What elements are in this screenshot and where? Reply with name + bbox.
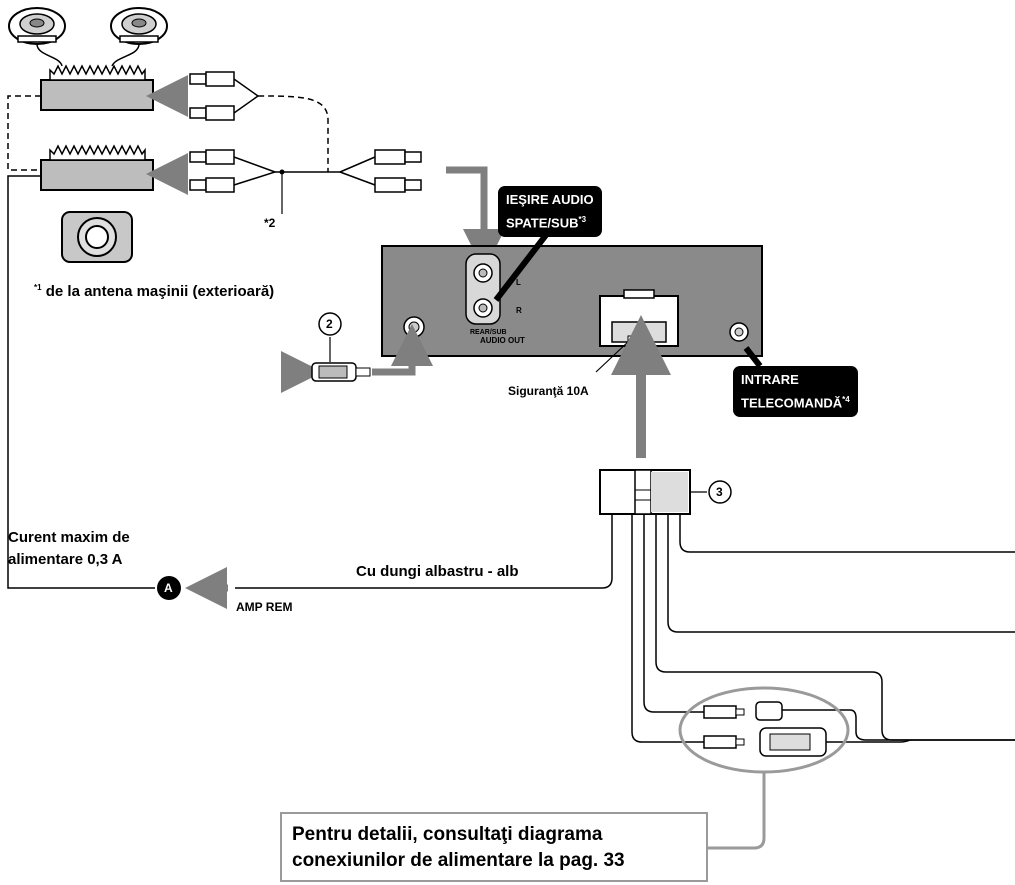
amplifier-bottom-icon xyxy=(40,144,154,191)
antenna-adapter-icon xyxy=(311,362,371,382)
marker-a: A xyxy=(164,581,173,595)
max-current-label-line1: Curent maxim de xyxy=(8,529,130,546)
marker-3-circle xyxy=(708,480,732,504)
audio-out-callout-line1: IEŞIRE AUDIO xyxy=(506,192,594,207)
audio-out-callout-sup: *3 xyxy=(578,215,587,224)
note-star2: *2 xyxy=(264,216,276,230)
speaker-left-icon xyxy=(8,7,66,45)
subwoofer-icon xyxy=(61,211,133,263)
remote-callout-sup: *4 xyxy=(842,395,850,404)
marker-3: 3 xyxy=(716,485,723,499)
callout-pointer xyxy=(743,346,763,368)
remote-callout-line2: TELECOMANDĂ xyxy=(741,395,843,411)
remote-in-callout: INTRARE TELECOMANDĂ*4 xyxy=(733,366,858,418)
amplifier-top-icon xyxy=(40,64,154,111)
amp-rem-label: AMP REM xyxy=(236,600,293,614)
harness-wires xyxy=(235,514,1015,743)
arrow xyxy=(372,324,433,376)
arrow xyxy=(446,166,505,271)
details-note: Pentru detalii, consultaţi diagrama cone… xyxy=(280,812,708,882)
note-pointer xyxy=(708,772,766,850)
jack-l-label: L xyxy=(516,278,521,287)
rear-sub-label: REAR/SUB xyxy=(470,329,507,336)
head-unit xyxy=(381,245,763,357)
speaker-wire xyxy=(36,43,63,67)
plug-icon xyxy=(703,701,827,757)
audio-out-callout: IEŞIRE AUDIO SPATE/SUB*3 xyxy=(498,186,602,238)
note-line2: conexiunilor de alimentare la pag. 33 xyxy=(292,850,625,871)
audio-out-label: AUDIO OUT xyxy=(480,336,525,345)
rca-plug-icon xyxy=(189,149,235,193)
power-connector xyxy=(599,469,691,515)
antenna-label: *1 de la antena maşinii (exterioară) xyxy=(34,283,275,300)
marker-2: 2 xyxy=(326,317,333,331)
speaker-wire xyxy=(111,43,140,67)
marker-a-circle xyxy=(157,576,181,600)
dashed-line xyxy=(7,95,41,171)
dashed-line xyxy=(257,95,329,172)
rca-plug-icon xyxy=(189,71,235,121)
marker-2-circle xyxy=(318,312,342,336)
jack-r-label: R xyxy=(516,306,522,315)
speaker-right-icon xyxy=(110,7,168,45)
fuse-label: Siguranţă 10A xyxy=(508,384,589,398)
audio-out-callout-line2: SPATE/SUB xyxy=(506,215,579,231)
stripe-color-label: Cu dungi albastru - alb xyxy=(356,563,519,580)
remote-callout-line1: INTRARE xyxy=(741,372,799,387)
remote-wire xyxy=(7,175,155,589)
rca-plug-icon xyxy=(374,149,422,193)
note-line1: Pentru detalii, consultaţi diagrama xyxy=(292,824,603,845)
max-current-label-line2: alimentare 0,3 A xyxy=(8,551,123,568)
